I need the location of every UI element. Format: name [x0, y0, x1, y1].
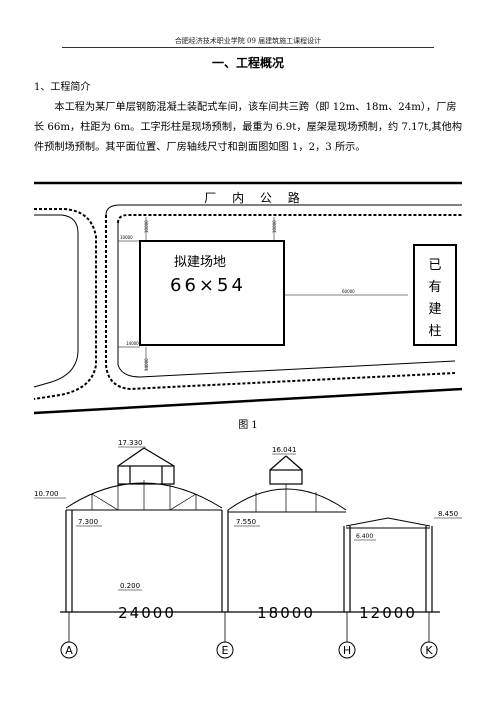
cross-section-drawing: 17.330 16.041 10.700 7.300 7.550 8.450 6… [34, 439, 462, 659]
elev-7550: 7.550 [236, 518, 256, 526]
header-rule [62, 47, 434, 48]
proposed-site [139, 240, 285, 346]
existing-char-3: 建 [428, 302, 441, 317]
existing-char-2: 有 [428, 280, 441, 295]
section-heading: 1、工程简介 [34, 82, 91, 93]
span-18000: 18000 [257, 604, 315, 622]
existing-building [413, 244, 457, 346]
figure-1-caption: 图 1 [238, 420, 258, 431]
dim-left-bottom: 14000 [126, 341, 139, 346]
elev-17330: 17.330 [118, 439, 143, 447]
dim-top: 10000 [120, 235, 133, 240]
dim-top-left: 10000 [144, 220, 149, 233]
site-plan-drawing: 厂 内 公 路 拟建场地 66×54 10000 10000 10000 600… [33, 181, 463, 415]
elev-7300: 7.300 [78, 518, 98, 526]
page-header: 合肥经济技术职业学院 09 届建筑施工课程设计 [174, 37, 322, 45]
dim-top-right: 10000 [272, 220, 277, 233]
span-24000: 24000 [118, 604, 176, 622]
site-label: 拟建场地 [174, 255, 226, 270]
span-12000: 12000 [359, 604, 417, 622]
dim-bottom: 14000 [144, 358, 149, 371]
existing-char-4: 柱 [428, 324, 441, 339]
elev-0200: 0.200 [120, 582, 140, 590]
chapter-title: 一、工程概况 [211, 56, 284, 70]
elev-8450: 8.450 [438, 510, 458, 518]
road-label: 厂 内 公 路 [204, 190, 305, 205]
intro-paragraph: 本工程为某厂单层钢筋混凝土装配式车间，该车间共三跨（即 12m、18m、24m）… [34, 102, 463, 153]
elev-6400: 6.400 [356, 533, 373, 540]
axis-A: A [65, 644, 73, 657]
elev-16041: 16.041 [272, 446, 297, 454]
site-size: 66×54 [170, 275, 246, 296]
elev-10700: 10.700 [34, 490, 59, 498]
axis-K: K [425, 644, 433, 657]
axis-H: H [343, 644, 351, 657]
existing-char-1: 已 [428, 258, 441, 273]
axis-E: E [222, 644, 229, 657]
dim-right: 60000 [342, 289, 355, 294]
